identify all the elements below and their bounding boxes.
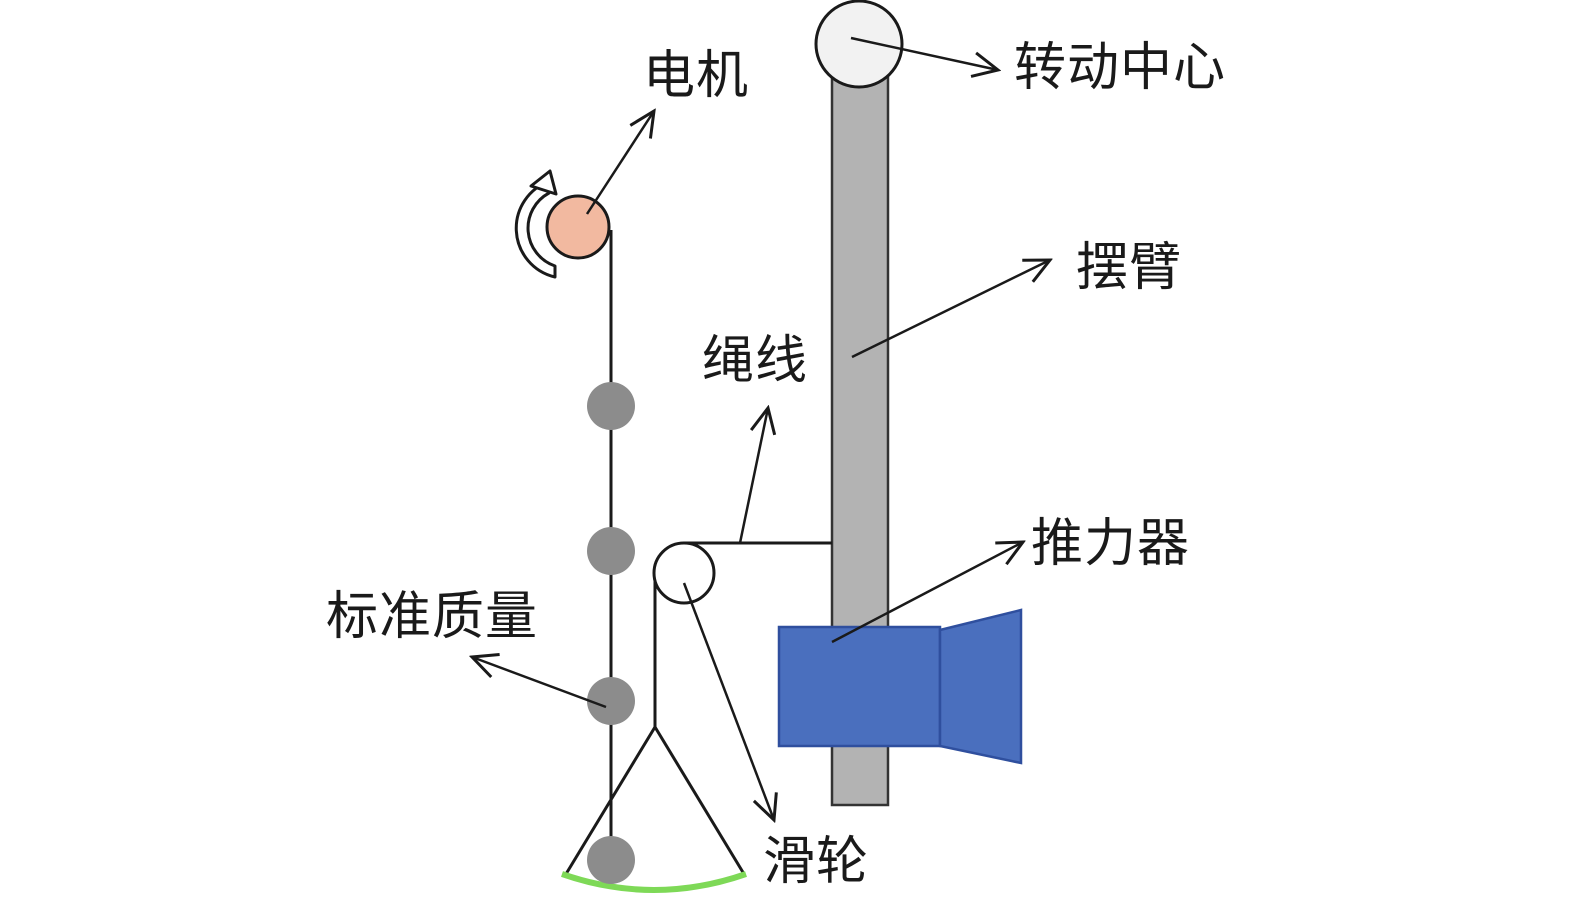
- rotation-center-label: 转动中心: [1014, 38, 1227, 98]
- standard-mass-4: [587, 836, 635, 884]
- rope-arrow: [738, 408, 768, 544]
- pulley: [652, 541, 716, 605]
- thruster-label: 推力器: [1031, 514, 1191, 574]
- thruster-nozzle: [938, 608, 1023, 765]
- standard-mass-label: 标准质量: [326, 587, 539, 647]
- rope-label: 绳线: [702, 331, 809, 391]
- standard-mass-arrow: [472, 657, 607, 709]
- thruster-body: [777, 625, 942, 748]
- standard-mass-2: [587, 527, 635, 575]
- motor-label: 电机: [643, 46, 750, 106]
- pulley-label: 滑轮: [763, 832, 870, 892]
- swing-arm-label: 摆臂: [1076, 238, 1183, 298]
- standard-mass-1: [587, 382, 635, 430]
- rotation-center-arrow: [850, 36, 998, 70]
- tray-hanger-right: [653, 726, 746, 875]
- rotation-center-pivot: [814, 0, 904, 89]
- thruster-arrow: [831, 542, 1023, 644]
- curved-arrow-icon: [514, 169, 558, 279]
- pulley-arrow: [682, 582, 774, 820]
- mass-tray: [561, 871, 747, 893]
- standard-mass-3: [587, 677, 635, 725]
- tray-hanger-left: [564, 726, 657, 875]
- motor-arrow: [585, 111, 654, 215]
- swing-arm-arrow: [851, 260, 1050, 359]
- motor: [545, 194, 611, 260]
